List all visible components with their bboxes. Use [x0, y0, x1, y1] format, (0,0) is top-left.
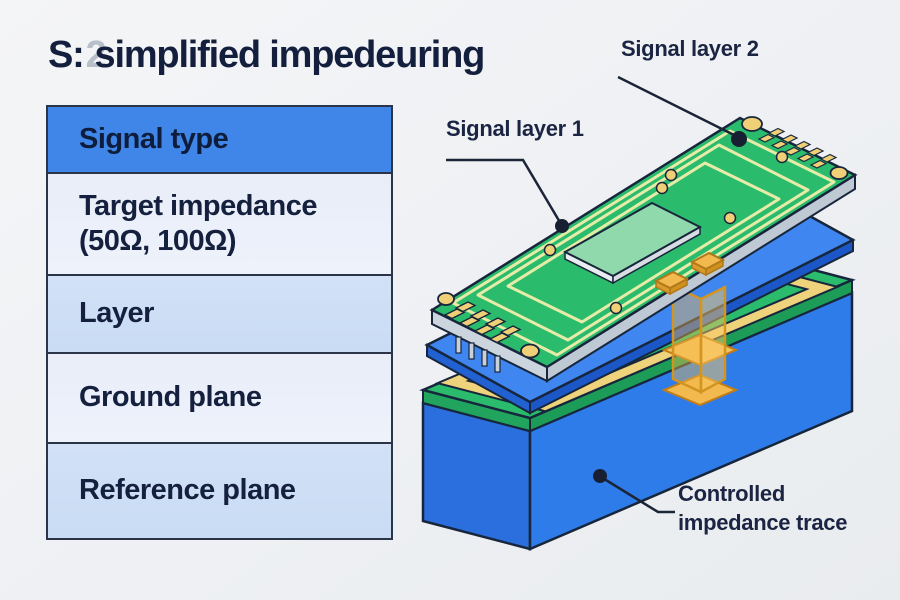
- signal-layer-2-dot: [731, 131, 747, 147]
- page-title-prefix: S:: [48, 34, 85, 76]
- page-title-main: simplified impedeuring: [94, 34, 486, 76]
- table-cell-label: Signal type: [79, 122, 229, 155]
- callout-dots: [555, 131, 747, 483]
- table-cell-label: Layer: [79, 297, 154, 330]
- component-chip: [562, 201, 703, 285]
- table-row-reference-plane: Reference plane: [48, 442, 391, 538]
- controlled-impedance-leader: [600, 475, 675, 514]
- table-row-ground-plane: Ground plane: [48, 352, 391, 442]
- label-signal-layer-1: Signal layer 1: [446, 116, 584, 141]
- pcb-corner-pads: [437, 116, 849, 359]
- table-cell-label: Ground plane: [79, 381, 262, 414]
- via-top-pads: [653, 251, 726, 296]
- pcb-via-dots: [543, 150, 789, 315]
- signal-layer-1-leader: [446, 158, 563, 225]
- label-controlled-line2: impedance trace: [678, 510, 848, 535]
- table-cell-label: Reference plane: [79, 474, 296, 507]
- connector-pins: [443, 301, 522, 344]
- top-pcb: [429, 116, 858, 383]
- edge-pad-cluster: [757, 127, 838, 169]
- leader-lines: [446, 75, 737, 514]
- pcb-traces: [451, 129, 836, 357]
- page-title: S:2simplified impedeuring: [48, 34, 486, 77]
- label-controlled-line1: Controlled: [678, 481, 785, 506]
- table-row-layer: Layer: [48, 274, 391, 352]
- page-title-ghost-digit: 2: [85, 34, 107, 76]
- impedance-spec-table: Signal type Target impedance (50Ω, 100Ω)…: [46, 105, 393, 540]
- table-row-target-impedance: Target impedance (50Ω, 100Ω): [48, 172, 391, 274]
- label-controlled-impedance-trace: Controlled impedance trace: [678, 479, 847, 537]
- signal-layer-1-dot: [555, 219, 569, 233]
- table-row-signal-type: Signal type: [48, 107, 391, 172]
- controlled-impedance-dot: [593, 469, 607, 483]
- connector-pin-legs: [455, 336, 501, 373]
- table-cell-label: Target impedance (50Ω, 100Ω): [79, 189, 318, 257]
- via-structure: [671, 284, 727, 395]
- label-signal-layer-2: Signal layer 2: [621, 36, 759, 61]
- signal-layer-2-leader: [617, 75, 737, 138]
